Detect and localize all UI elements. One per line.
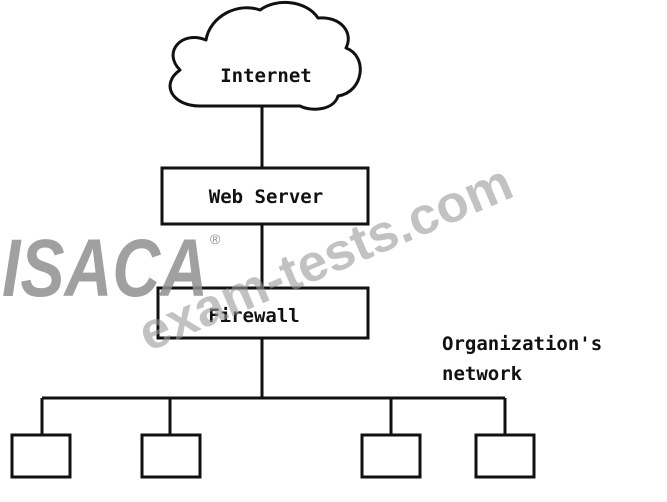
network-label-line1: Organization's <box>442 333 602 355</box>
firewall-label: Firewall <box>208 305 300 327</box>
host-box <box>360 433 422 479</box>
firewall-box <box>156 286 370 340</box>
firewall-node: Firewall <box>156 286 370 340</box>
isaca-logo: ISACA <box>2 223 208 314</box>
internet-label: Internet <box>220 65 312 87</box>
web-server-node: Web Server <box>160 166 370 226</box>
host-box <box>140 433 202 479</box>
network-label-line2: network <box>442 363 523 385</box>
cloud-shape-icon <box>168 0 362 111</box>
registered-mark: ® <box>210 231 221 247</box>
host-4 <box>474 398 536 479</box>
host-1 <box>10 398 72 479</box>
host-3 <box>360 398 422 479</box>
host-box <box>10 433 72 479</box>
web-server-box <box>160 166 370 226</box>
host-box <box>474 433 536 479</box>
internet-cloud: Internet <box>168 0 362 111</box>
host-2 <box>140 398 202 479</box>
network-label: Organization's network <box>442 333 602 385</box>
isaca-watermark: ISACA ® <box>2 223 221 314</box>
web-server-label: Web Server <box>209 186 323 208</box>
